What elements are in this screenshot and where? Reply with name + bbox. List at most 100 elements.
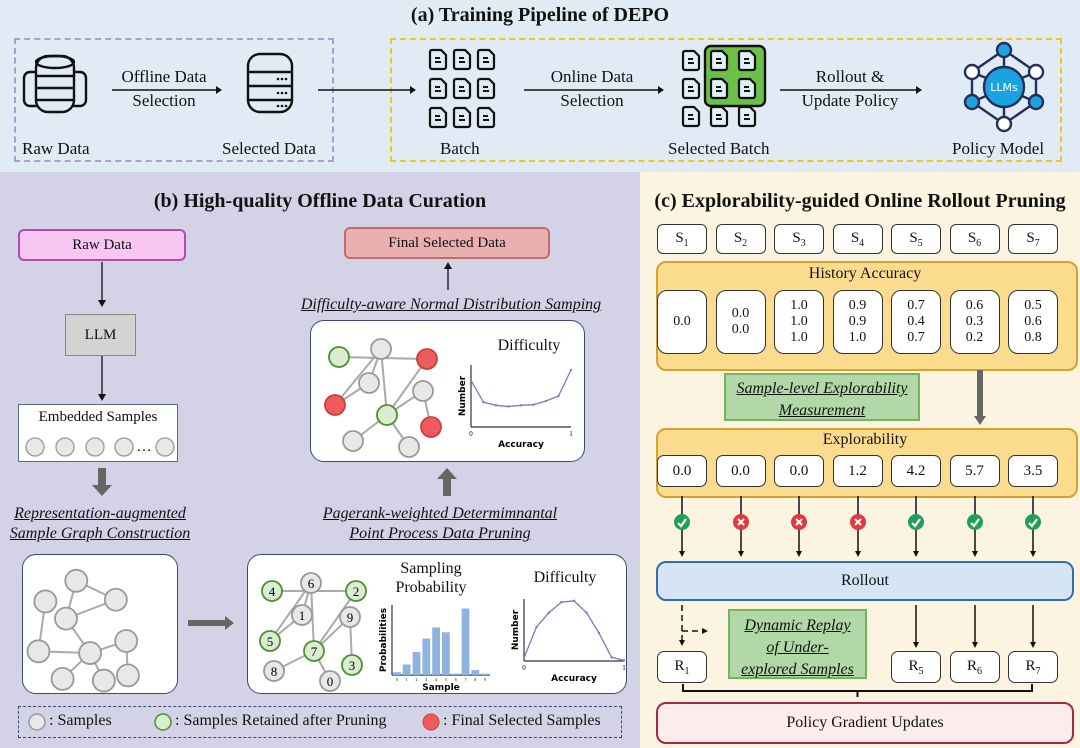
policy-model-label: Policy Model (952, 139, 1045, 158)
rollout-result-box: R6 (949, 651, 1000, 683)
pruned-cross-icon (731, 496, 751, 558)
llm-icon-text: LLMs (990, 81, 1018, 94)
history-accuracy-cell: 0.0 (657, 290, 707, 354)
sample-graph (26, 568, 140, 693)
graph-edge (380, 348, 388, 416)
panel-offline-curation: (b) High-quality Offline Data Curation R… (0, 172, 640, 748)
tick-label: 1 (622, 664, 626, 672)
document-icon (709, 77, 729, 100)
rollout-arrow (780, 86, 922, 94)
graph-node (91, 668, 116, 693)
document-icon (709, 105, 729, 128)
explorability-value: 3.5 (1008, 455, 1058, 487)
history-accuracy-cell: 0.6 0.3 0.2 (949, 290, 1000, 354)
tick-label: 5 (445, 677, 447, 682)
document-icon (452, 77, 472, 100)
replay-dashed-arrow (672, 605, 732, 647)
arrow-down (970, 605, 980, 649)
tick-label: 7 (465, 677, 467, 682)
embedded-samples-box: Embedded Samples … (18, 404, 178, 462)
thick-arrow-down (974, 370, 986, 426)
document-icon (681, 49, 701, 72)
panel-a-title: (a) Training Pipeline of DEPO (410, 4, 670, 26)
selected-database-icon (246, 52, 294, 114)
selected-data-label: Selected Data (222, 139, 316, 158)
kept-check-icon (965, 496, 985, 558)
graph-edge (313, 590, 357, 652)
data-point (569, 368, 573, 372)
document-icon (452, 48, 472, 71)
history-accuracy-cell: 0.9 0.9 1.0 (832, 290, 883, 354)
kept-check-icon (1023, 496, 1043, 558)
tick-label: 1 (406, 677, 408, 682)
selected-batch-label: Selected Batch (668, 139, 770, 158)
data-point (622, 659, 626, 662)
legend-final: : Final Selected Samples (443, 712, 601, 729)
node-label: 5 (267, 634, 274, 649)
graph-node (324, 394, 346, 416)
kept-check-icon (906, 496, 926, 558)
tick-label: 8 (474, 677, 476, 682)
data-point (535, 625, 538, 629)
data-point (494, 404, 498, 407)
raw-data-box: Raw Data (18, 229, 186, 261)
final-selected-text: Final Selected Data (388, 234, 506, 251)
data-point (507, 405, 510, 408)
document-icon (737, 49, 757, 72)
sample-label: S3 (792, 229, 806, 249)
graph-node (398, 436, 420, 458)
sample-label: S4 (850, 229, 865, 249)
history-accuracy-cell: 0.5 0.6 0.8 (1008, 290, 1058, 354)
tick-label: 0 (396, 677, 398, 682)
arrow-to-final (444, 262, 452, 290)
graph-node (420, 416, 442, 438)
online-arrow (524, 86, 664, 94)
data-point (532, 403, 535, 406)
step-graph-construction-2: Sample Graph Construction (9, 525, 191, 542)
graph-node (291, 604, 313, 626)
explorability-value: 1.2 (832, 455, 883, 487)
graph-node (303, 640, 325, 662)
data-point (469, 379, 473, 382)
graph-edge (386, 358, 428, 416)
y-axis-label: Number (511, 609, 521, 650)
history-accuracy-cell: 0.0 0.0 (715, 290, 766, 354)
sample-box: S5 (891, 224, 941, 254)
bar (393, 672, 401, 675)
data-point (544, 399, 548, 403)
difficulty-title-3: Difficulty (497, 337, 561, 354)
merge-bracket (682, 684, 1033, 698)
document-icon (428, 106, 448, 129)
online-selection-label-2: Selection (560, 91, 624, 110)
rollout-result-box: R5 (891, 651, 941, 683)
step-dpp-pruning-1: Pagerank-weighted Determimnantal (322, 505, 558, 522)
final-graph (324, 338, 442, 458)
pruned-cross-icon (848, 496, 868, 558)
data-point (572, 599, 576, 603)
y-axis-label: Probabilities (379, 608, 389, 672)
offline-stage-box (14, 38, 334, 162)
svg-text:…: … (137, 439, 152, 455)
result-label: R6 (966, 657, 982, 677)
explorability-value: 0.0 (774, 455, 824, 487)
online-selection-label-1: Online Data (550, 67, 634, 86)
data-point (585, 611, 588, 614)
history-accuracy-cell: 0.7 0.4 0.7 (891, 290, 941, 354)
rollout-result-box: R7 (1008, 651, 1058, 683)
llm-text: LLM (84, 326, 117, 343)
final-selected-data-box: Final Selected Data (344, 227, 550, 259)
pruned-cross-icon (789, 496, 809, 558)
series-line (470, 369, 572, 408)
difficulty-title-2: Difficulty (533, 569, 597, 586)
node-label: 2 (353, 584, 360, 599)
tick-label: 0 (469, 430, 473, 438)
batch-label: Batch (440, 139, 480, 158)
sample-box: S4 (832, 224, 883, 254)
graph-node (328, 346, 350, 368)
step-normal-sampling: Difficulty-aware Normal Distribution Sam… (300, 296, 602, 313)
rollout-update-label-2: Update Policy (801, 91, 899, 110)
